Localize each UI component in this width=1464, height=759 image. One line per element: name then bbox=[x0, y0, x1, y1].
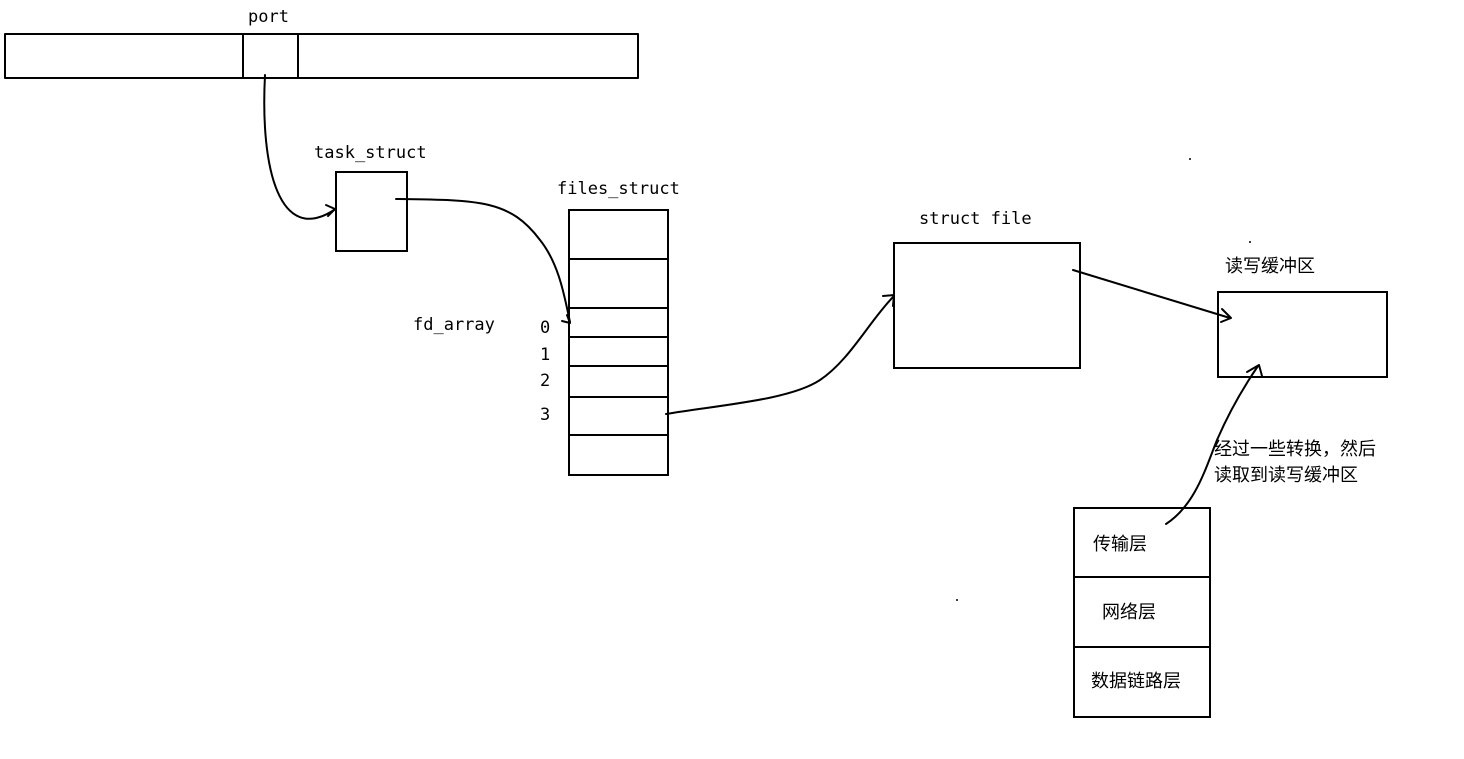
rw-buffer-box bbox=[1217, 291, 1388, 378]
files-struct-row bbox=[568, 434, 669, 436]
files-struct-row bbox=[568, 365, 669, 367]
layer-divider bbox=[1073, 576, 1211, 578]
fd-array-label: fd_array bbox=[413, 315, 495, 335]
struct-file-box bbox=[893, 242, 1081, 369]
fd-index-2: 2 bbox=[540, 371, 551, 391]
arrow-port-to-task-struct bbox=[263, 74, 335, 220]
arrow-fd3-to-struct-file bbox=[665, 295, 895, 415]
arrow-transport-to-buffer bbox=[1165, 365, 1259, 525]
fd-index-3: 3 bbox=[540, 405, 551, 425]
speck-dot bbox=[1249, 241, 1251, 243]
layer-network: 网络层 bbox=[1102, 602, 1156, 623]
layer-divider bbox=[1073, 646, 1211, 648]
arrow-struct-file-to-buffer bbox=[1072, 269, 1231, 319]
files-struct-label: files_struct bbox=[557, 179, 680, 199]
layer-datalink: 数据链路层 bbox=[1091, 671, 1181, 692]
files-struct-row bbox=[568, 307, 669, 309]
files-struct-row bbox=[568, 336, 669, 338]
arrowhead-buffer bbox=[1220, 308, 1232, 323]
fd-index-1: 1 bbox=[540, 345, 551, 365]
rw-buffer-label: 读写缓冲区 bbox=[1225, 256, 1315, 277]
files-struct-row bbox=[568, 396, 669, 398]
fd-index-0: 0 bbox=[540, 318, 551, 338]
arrow-task-struct-to-fd-array bbox=[395, 198, 571, 323]
task-struct-label: task_struct bbox=[314, 143, 427, 163]
layer-transport: 传输层 bbox=[1093, 534, 1147, 555]
speck-dot bbox=[1189, 158, 1191, 160]
files-struct-row bbox=[568, 258, 669, 260]
port-label: port bbox=[248, 7, 289, 27]
network-stack bbox=[1073, 507, 1211, 718]
speck-dot bbox=[956, 599, 958, 601]
task-struct-box bbox=[335, 171, 408, 252]
annotation-line-1: 经过一些转换，然后 bbox=[1214, 439, 1376, 460]
arrowhead-buffer-from-layers bbox=[1246, 364, 1263, 377]
port-table bbox=[4, 33, 639, 79]
struct-file-label: struct file bbox=[919, 209, 1032, 229]
annotation-line-2: 读取到读写缓冲区 bbox=[1214, 465, 1358, 486]
files-struct-table bbox=[568, 209, 669, 476]
